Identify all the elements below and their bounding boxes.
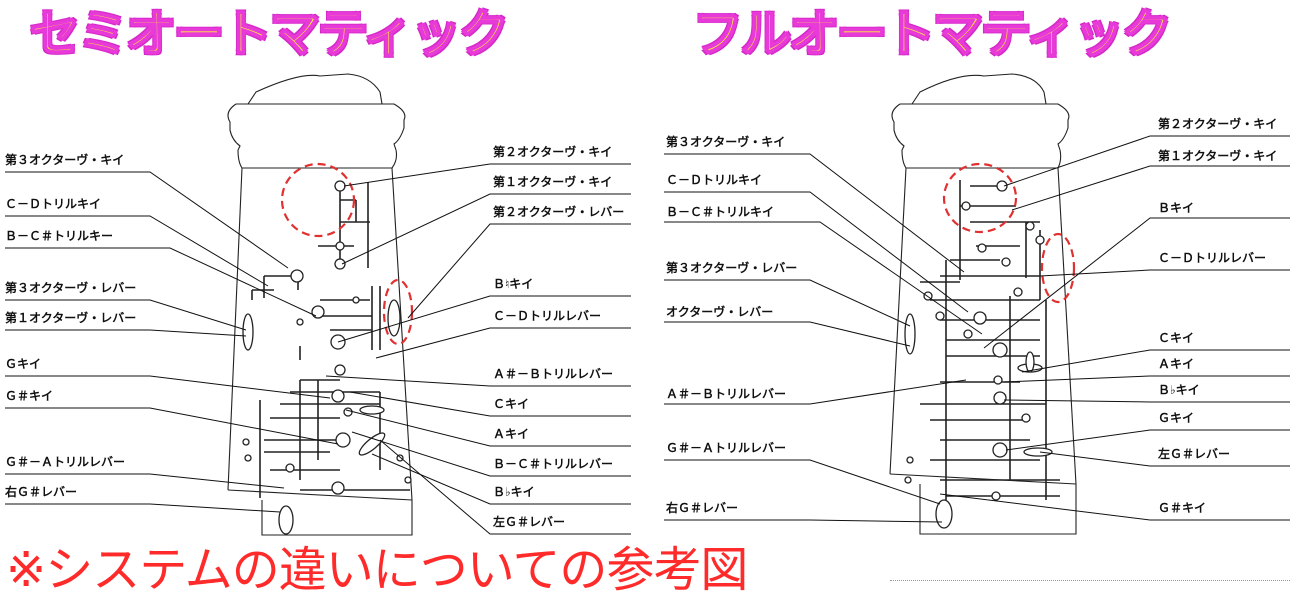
label-third-octave-key: 第３オクターヴ・キイ bbox=[5, 153, 125, 167]
label-r-first-octave-key: 第１オクターヴ・キイ bbox=[1158, 149, 1278, 163]
label-r-bflat-key: Ｂ♭キイ bbox=[1158, 383, 1200, 397]
footer-note: ※システムの違いについての参考図 bbox=[6, 542, 748, 598]
label-a-key: Ａキイ bbox=[493, 427, 530, 441]
title-full-automatic: フルオートマティック bbox=[692, 4, 1173, 64]
label-r-right-gs-lever: 右Ｇ＃レバー bbox=[666, 501, 739, 515]
label-first-octave-key: 第１オクターヴ・キイ bbox=[493, 175, 613, 189]
label-bcs-trill-lever: Ｂ－Ｃ＃トリルレバー bbox=[493, 457, 614, 471]
label-r-a-key: Ａキイ bbox=[1158, 357, 1195, 371]
left-highlight-bnat bbox=[382, 278, 414, 346]
label-left-gs-lever: 左Ｇ＃レバー bbox=[493, 515, 566, 529]
label-r-cd-trill-lever: Ｃ－Ｄトリルレバー bbox=[1158, 251, 1267, 265]
footer-divider bbox=[890, 580, 1290, 582]
label-gs-key: Ｇ＃キイ bbox=[5, 389, 54, 403]
label-bc-trill-key: Ｂ－Ｃ＃トリルキー bbox=[5, 229, 114, 243]
left-leader-lines bbox=[5, 163, 631, 535]
label-third-octave-lever: 第３オクターヴ・レバー bbox=[5, 281, 137, 295]
label-r-c-key: Ｃキイ bbox=[1158, 331, 1195, 345]
label-r-left-gs-lever: 左Ｇ＃レバー bbox=[1158, 447, 1231, 461]
label-r-gsa-trill-lever: Ｇ＃－Ａトリルレバー bbox=[666, 441, 787, 455]
label-r-bcs-trill-key: Ｂ－Ｃ＃トリルキイ bbox=[666, 205, 775, 219]
label-r-cd-trill-key: Ｃ－Ｄトリルキイ bbox=[666, 173, 763, 187]
right-key-mechanism bbox=[920, 180, 1060, 500]
label-c-key: Ｃキイ bbox=[493, 397, 530, 411]
label-second-octave-key: 第２オクターヴ・キイ bbox=[493, 145, 613, 159]
label-first-octave-lever: 第１オクターヴ・レバー bbox=[5, 311, 137, 325]
highlight-circles bbox=[280, 162, 1076, 346]
label-r-third-octave-lever: 第３オクターヴ・レバー bbox=[666, 261, 798, 275]
label-second-octave-lever: 第２オクターヴ・レバー bbox=[493, 205, 625, 219]
left-instrument-body bbox=[227, 73, 413, 536]
label-asb-trill-lever: Ａ＃－Ｂトリルレバー bbox=[493, 367, 614, 381]
label-r-gs-key: Ｇ＃キイ bbox=[1158, 501, 1207, 515]
label-cd-trill-key: Ｃ－Ｄトリルキイ bbox=[5, 197, 102, 211]
title-semi-automatic: セミオートマティック bbox=[29, 4, 510, 64]
left-highlight-octave bbox=[280, 162, 356, 238]
label-r-g-key: Ｇキイ bbox=[1158, 411, 1195, 425]
right-highlight-octave bbox=[942, 162, 1018, 234]
left-key-cups bbox=[242, 180, 412, 535]
label-r-asb-trill-lever: Ａ＃－Ｂトリルレバー bbox=[666, 387, 787, 401]
label-r-b-key: Ｂキイ bbox=[1158, 201, 1195, 215]
label-right-gs-lever: 右Ｇ＃レバー bbox=[5, 485, 78, 499]
label-g-key: Ｇキイ bbox=[5, 357, 42, 371]
label-gsa-trill-lever: Ｇ＃－Ａトリルレバー bbox=[5, 455, 126, 469]
label-cd-trill-lever: Ｃ－Ｄトリルレバー bbox=[493, 309, 602, 323]
right-key-cups bbox=[904, 180, 1053, 529]
label-r-third-octave-key: 第３オクターヴ・キイ bbox=[666, 135, 786, 149]
label-r-octave-lever: オクターヴ・レバー bbox=[666, 305, 774, 319]
right-highlight-cd bbox=[1040, 232, 1076, 304]
right-instrument-body bbox=[889, 73, 1077, 535]
right-leader-lines bbox=[664, 135, 1290, 523]
label-bflat-key: Ｂ♭キイ bbox=[493, 485, 535, 499]
label-bnatural-key: Ｂ♮キイ bbox=[493, 277, 534, 291]
label-r-second-octave-key: 第２オクターヴ・キイ bbox=[1158, 117, 1278, 131]
